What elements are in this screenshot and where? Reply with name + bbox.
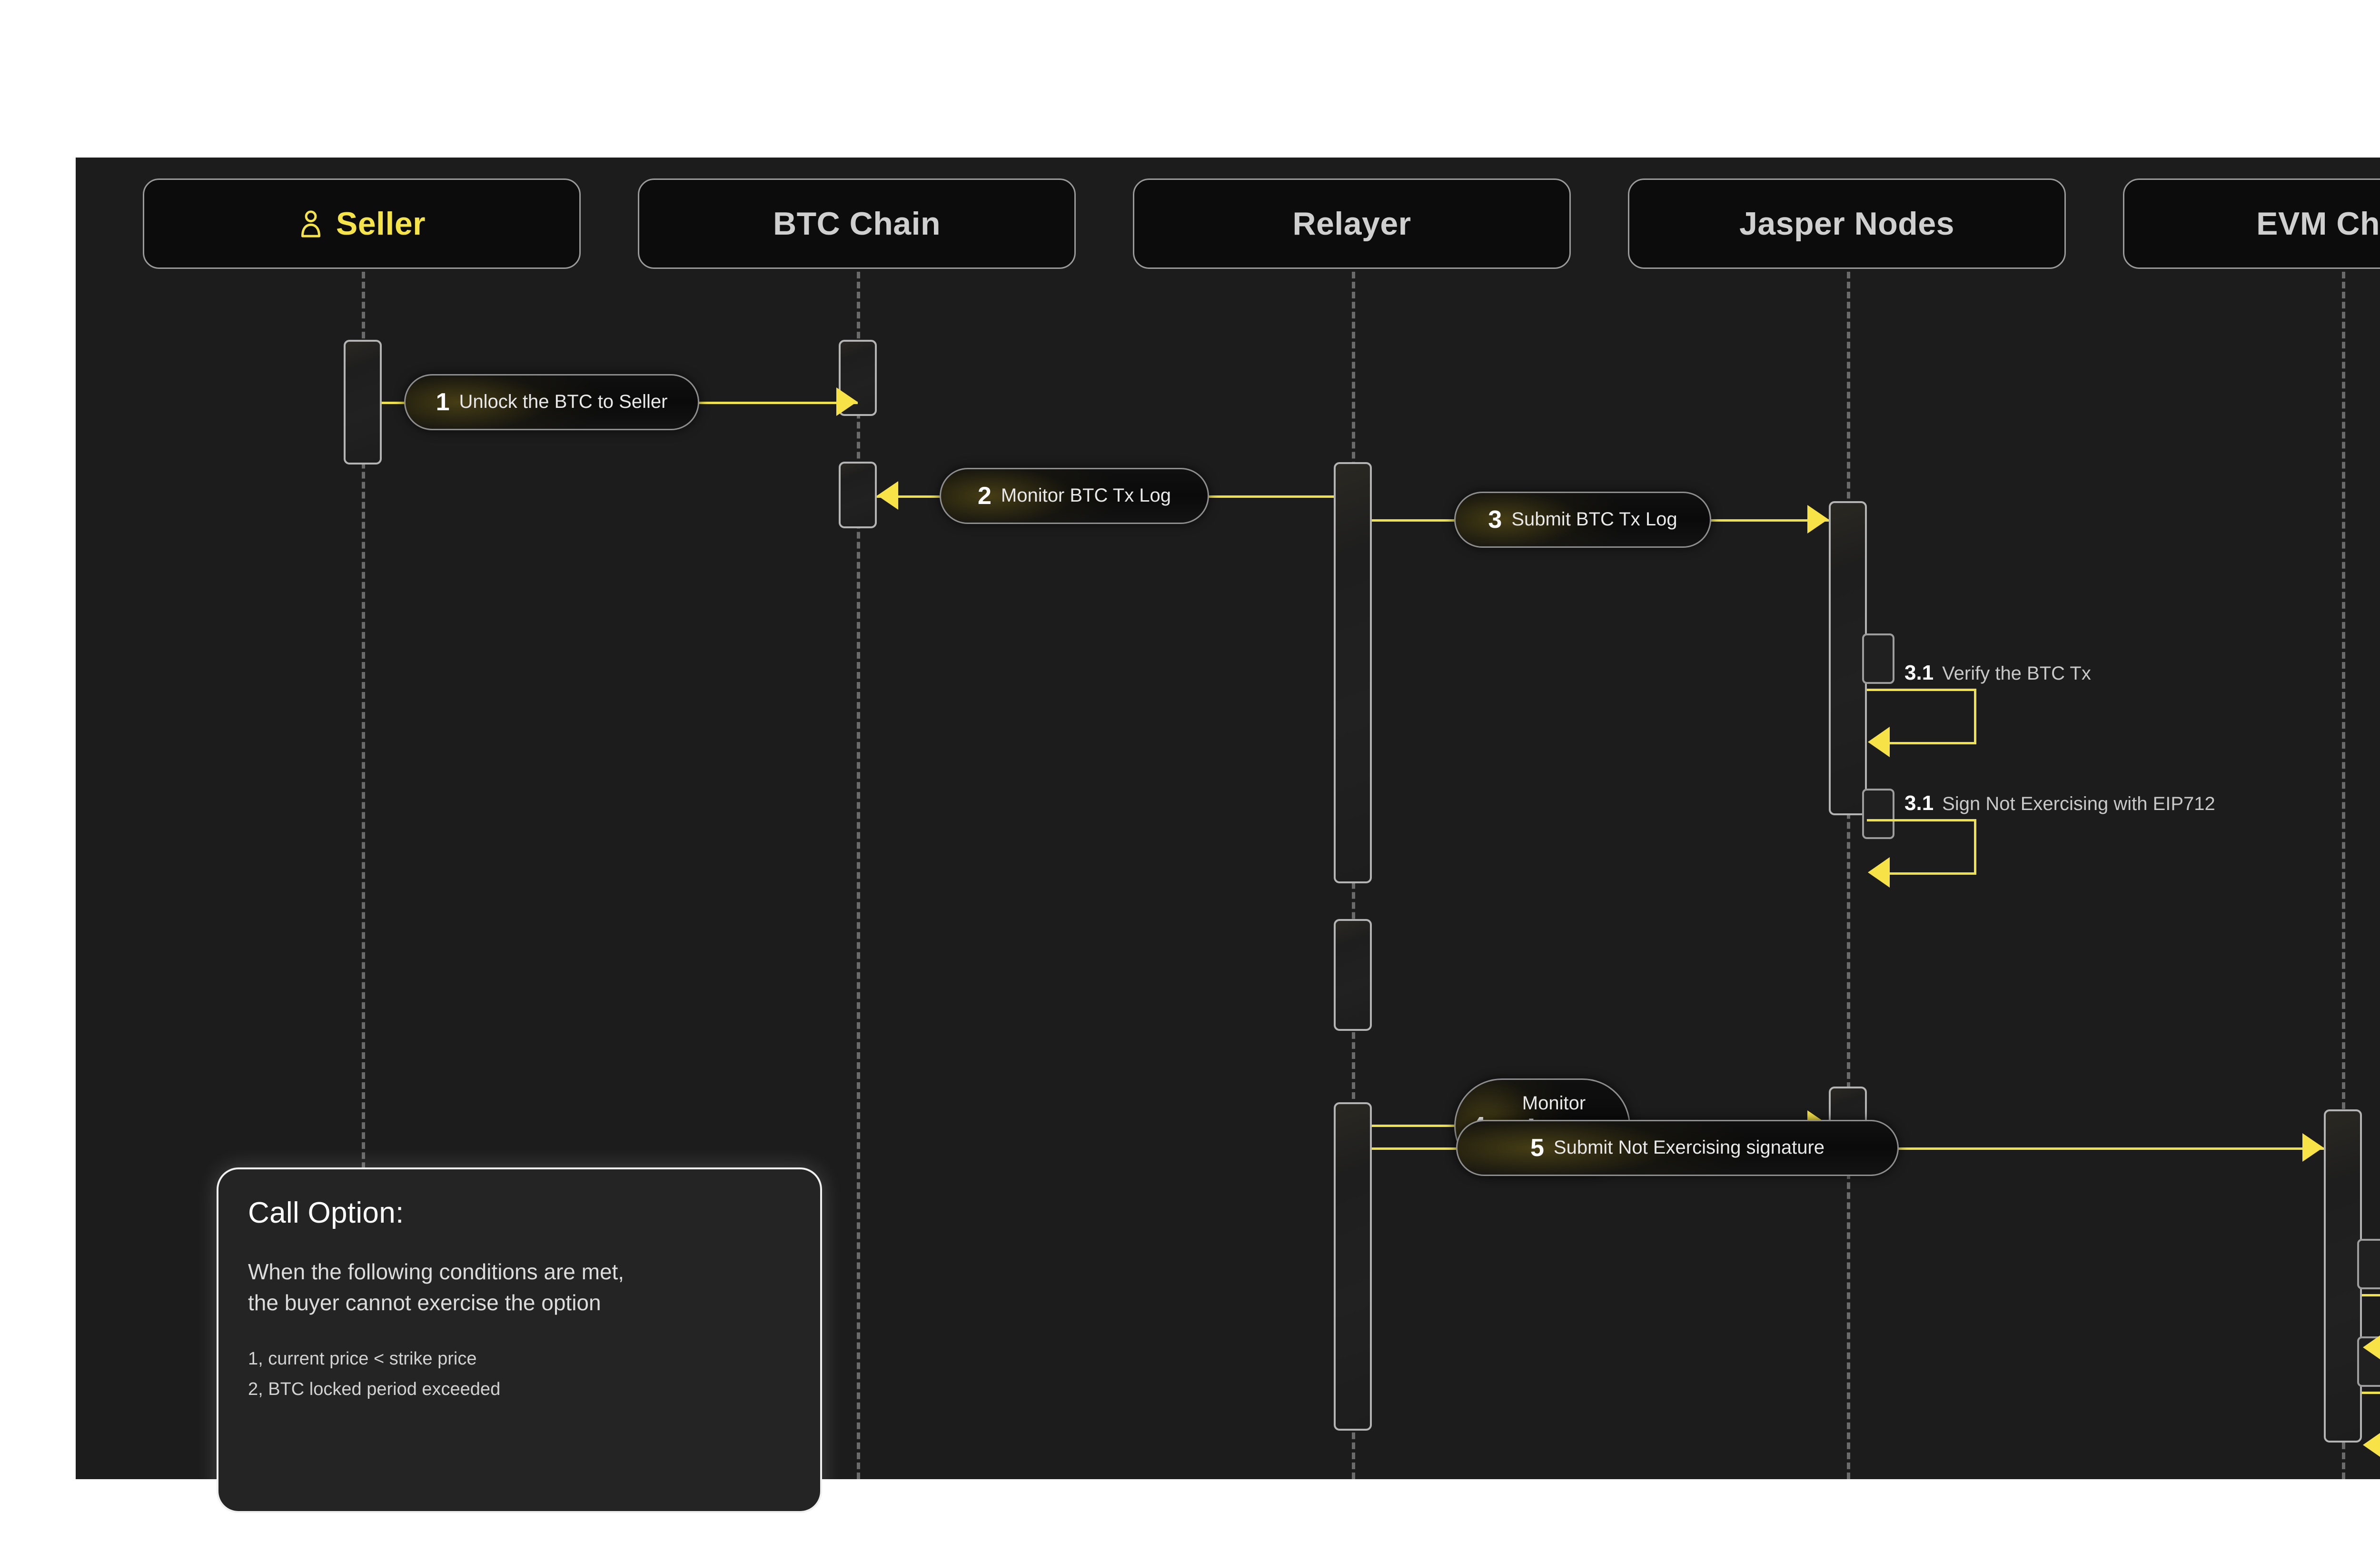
note-condition-1: 1, current price < strike price <box>248 1348 477 1369</box>
lifeline-label-evm-chain: EVM Chain <box>2256 206 2380 242</box>
self-message-loop-evm-1 <box>2362 1294 2380 1363</box>
self-message-loop-jasper-1 <box>1867 689 1976 757</box>
note-body: When the following conditions are met, t… <box>248 1259 625 1315</box>
activation-bar-relayer-2 <box>1334 919 1372 1031</box>
message-label-1[interactable]: 1 Unlock the BTC to Seller <box>404 374 699 430</box>
self-message-number-jasper-2: 3.1 <box>1904 791 1934 815</box>
lifeline-header-jasper-nodes[interactable]: Jasper Nodes <box>1628 178 2066 269</box>
self-message-text-jasper-2: Sign Not Exercising with EIP712 <box>1942 793 2215 814</box>
activation-bar-seller-1 <box>344 340 382 465</box>
self-message-text-jasper-1: Verify the BTC Tx <box>1942 663 2091 684</box>
lifeline-btc-chain <box>857 272 860 1479</box>
self-message-label-jasper-2: 3.1 Sign Not Exercising with EIP712 <box>1904 791 2215 815</box>
lifeline-seller <box>362 272 365 1479</box>
note-title: Call Option: <box>248 1196 404 1229</box>
message-arrowhead-3 <box>1807 505 1828 534</box>
message-arrowhead-1 <box>836 387 857 416</box>
lifeline-header-btc-chain[interactable]: BTC Chain <box>638 178 1076 269</box>
message-number-1: 1 <box>436 388 450 416</box>
self-message-label-jasper-1: 3.1 Verify the BTC Tx <box>1904 661 2091 685</box>
lifeline-header-evm-chain[interactable]: EVM Chain <box>2123 178 2380 269</box>
sequence-diagram-canvas: Seller BTC Chain Relayer Jasper Nodes EV… <box>76 158 2380 1513</box>
activation-bar-relayer-1 <box>1334 462 1372 883</box>
lifeline-label-relayer: Relayer <box>1292 206 1411 242</box>
message-number-5: 5 <box>1530 1134 1544 1162</box>
lifeline-jasper-nodes <box>1847 272 1850 1479</box>
lifeline-evm-chain <box>2342 272 2345 1479</box>
message-text-5: Submit Not Exercising signature <box>1553 1137 1825 1158</box>
lifeline-label-seller: Seller <box>336 206 426 242</box>
self-message-loop-evm-2 <box>2362 1392 2380 1460</box>
lifeline-label-btc-chain: BTC Chain <box>773 206 941 242</box>
message-text-3: Submit BTC Tx Log <box>1511 509 1677 530</box>
message-arrowhead-5 <box>2302 1133 2323 1162</box>
note-call-option: Call Option: When the following conditio… <box>217 1167 822 1513</box>
message-label-3[interactable]: 3 Submit BTC Tx Log <box>1454 492 1711 548</box>
note-condition-2: 2, BTC locked period exceeded <box>248 1379 501 1400</box>
activation-bar-evm-nested-1 <box>2357 1239 2380 1289</box>
message-number-2: 2 <box>977 482 992 510</box>
message-text-2: Monitor BTC Tx Log <box>1001 485 1171 506</box>
message-label-5[interactable]: 5 Submit Not Exercising signature <box>1456 1120 1899 1176</box>
lifeline-label-jasper-nodes: Jasper Nodes <box>1739 206 1954 242</box>
person-icon <box>301 210 320 237</box>
lifeline-header-relayer[interactable]: Relayer <box>1133 178 1571 269</box>
lifeline-header-seller[interactable]: Seller <box>143 178 581 269</box>
self-message-loop-jasper-2 <box>1867 819 1976 888</box>
message-arrowhead-2 <box>877 481 898 510</box>
activation-bar-jasper-nested-1 <box>1862 633 1894 684</box>
message-label-2[interactable]: 2 Monitor BTC Tx Log <box>940 468 1209 524</box>
activation-bar-evm-1 <box>2324 1109 2362 1443</box>
activation-bar-jasper-nested-2 <box>1862 789 1894 839</box>
activation-bar-relayer-3 <box>1334 1102 1372 1431</box>
message-text-1: Unlock the BTC to Seller <box>459 391 668 413</box>
message-number-3: 3 <box>1488 506 1502 534</box>
activation-bar-jasper-1 <box>1829 501 1867 815</box>
self-message-number-jasper-1: 3.1 <box>1904 661 1934 684</box>
activation-bar-btc-2 <box>839 462 877 528</box>
